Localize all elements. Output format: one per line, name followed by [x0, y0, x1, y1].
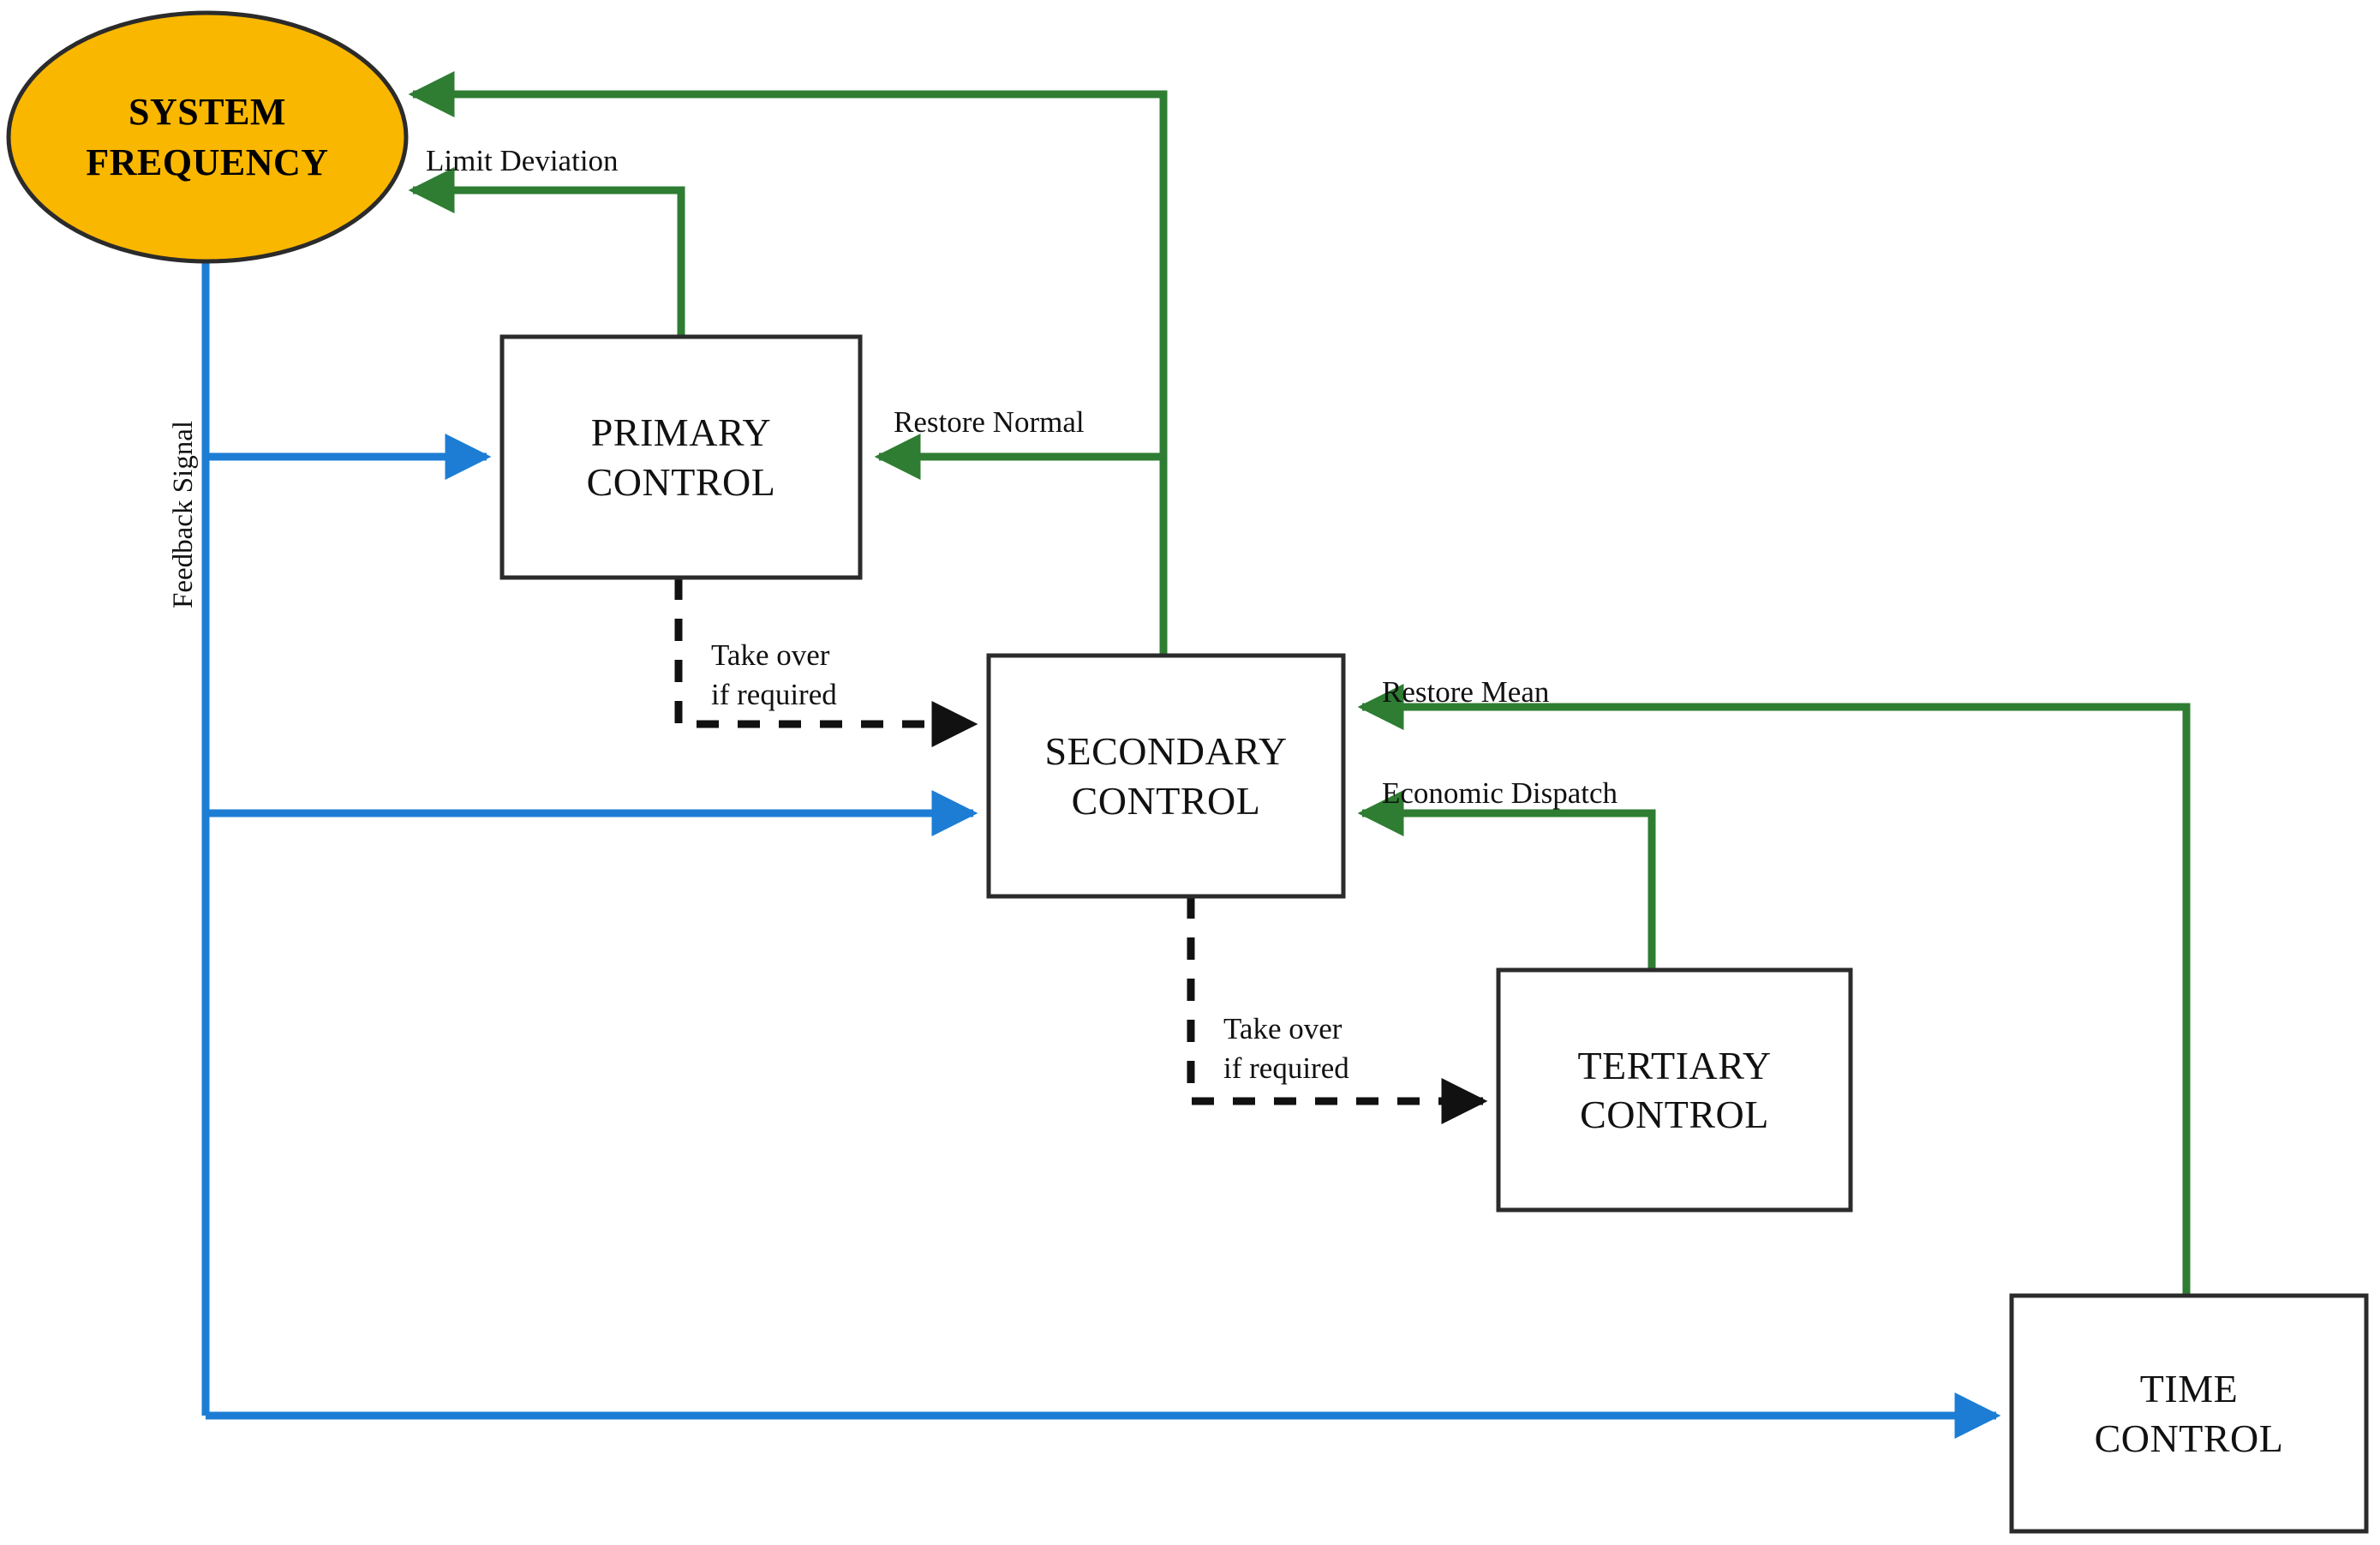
- takeover-secondary-line1: Take over: [1223, 1012, 1342, 1045]
- edge-label-economic-dispatch: Economic Dispatch: [1382, 776, 1618, 810]
- edge-label-takeover-secondary: Take over if required: [1223, 1009, 1446, 1087]
- edge-takeover-primary-to-secondary: [674, 578, 978, 747]
- edge-label-restore-normal: Restore Normal: [894, 405, 1085, 439]
- edge-economic-dispatch: [1357, 790, 1656, 970]
- takeover-primary-line2: if required: [711, 677, 837, 711]
- node-primary-control[interactable]: [499, 334, 863, 580]
- takeover-primary-line1: Take over: [711, 638, 830, 672]
- node-secondary-control[interactable]: [986, 653, 1346, 899]
- edge-limit-deviation: [408, 167, 685, 337]
- edge-label-limit-deviation: Limit Deviation: [426, 144, 619, 177]
- edge-restore-normal: [874, 434, 1168, 656]
- takeover-secondary-line2: if required: [1223, 1051, 1349, 1085]
- edge-restore-mean: [1357, 684, 2191, 1296]
- node-tertiary-control[interactable]: [1496, 967, 1853, 1213]
- edge-label-feedback-signal: Feedback Signal: [168, 420, 199, 608]
- edge-label-restore-mean: Restore Mean: [1382, 675, 1550, 709]
- node-system-frequency[interactable]: [6, 10, 409, 264]
- edge-label-takeover-primary: Take over if required: [711, 636, 934, 714]
- edge-secondary-to-system-frequency: [408, 71, 1168, 656]
- node-time-control[interactable]: [2009, 1293, 2369, 1534]
